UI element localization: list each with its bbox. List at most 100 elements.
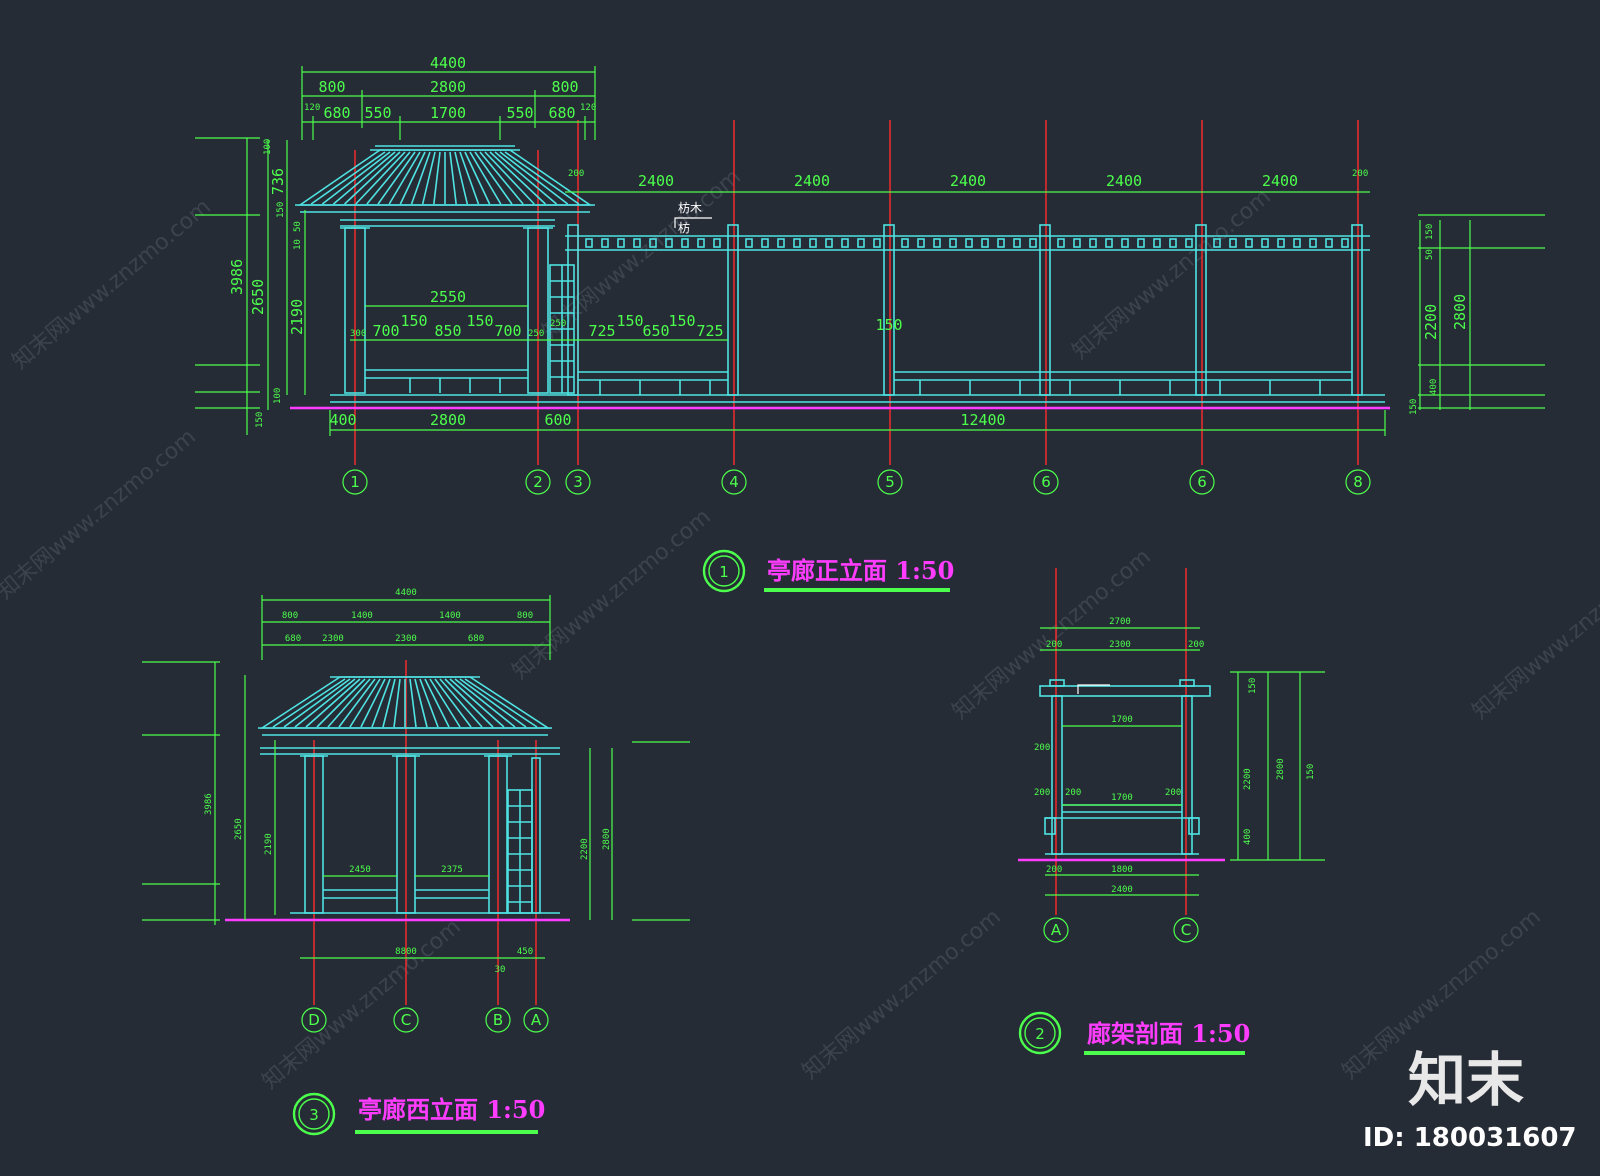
dim-label: 2700 <box>1109 617 1131 627</box>
dim-label: 2800 <box>430 411 466 429</box>
watermark-layer: 知末网www.znzmo.com 知末网www.znzmo.com 知末网www… <box>0 164 1600 1094</box>
axis-bubble: 8 <box>1345 469 1371 495</box>
watermark-text: 知末网www.znzmo.com <box>258 914 466 1094</box>
dim-label: 680 <box>285 634 301 644</box>
view-title-text: 亭廊西立面 1:50 <box>358 1095 545 1124</box>
dim-label: 550 <box>364 104 391 122</box>
dim-label: 550 <box>506 104 533 122</box>
dim-label: 2375 <box>441 865 463 875</box>
dim-label: 200 <box>1188 640 1204 650</box>
axis-number: 6 <box>1041 473 1051 491</box>
view-number: 2 <box>1035 1025 1045 1043</box>
watermark-text: 知末网www.znzmo.com <box>1068 184 1276 364</box>
watermark-text: 知末网www.znzmo.com <box>1468 544 1600 724</box>
dim-label: 680 <box>468 634 484 644</box>
view-number: 1 <box>719 563 729 581</box>
dim-label: 150 <box>875 316 902 334</box>
dim-label: 2300 <box>395 634 417 644</box>
dim-label: 150 <box>400 312 427 330</box>
dim-label: 736 <box>269 168 287 195</box>
dim-label: 450 <box>517 947 533 957</box>
dim-label: 1800 <box>1111 865 1133 875</box>
dim-label: 120 <box>580 103 596 113</box>
dim-label: 2400 <box>1106 172 1142 190</box>
watermark-text: 知末网www.znzmo.com <box>798 904 1006 1084</box>
dim-label: 725 <box>696 322 723 340</box>
dim-label: 680 <box>548 104 575 122</box>
axis-bubble: 1 <box>342 469 368 495</box>
dim-label: 1700 <box>430 104 466 122</box>
dim-label: 200 <box>1046 865 1062 875</box>
axis-bubble: 6 <box>1189 469 1215 495</box>
dim-label: 800 <box>551 78 578 96</box>
dim-label: 150 <box>1409 399 1419 415</box>
dim-label: 150 <box>1306 764 1316 780</box>
axis-number: 8 <box>1353 473 1363 491</box>
axis-bubbles: 1 2 3 4 5 6 6 8 <box>342 469 1371 495</box>
dim-label: 1700 <box>1111 715 1133 725</box>
dim-label: 700 <box>372 322 399 340</box>
dim-label: 100 <box>263 139 273 155</box>
dim-label: 2190 <box>288 299 306 335</box>
right-dimensions: 150 50 2200 2800 400 150 <box>1409 214 1545 415</box>
dim-label: 200 <box>1065 788 1081 798</box>
top-dimensions: 4400 800 2800 800 120 120 680 550 1700 5… <box>301 54 596 140</box>
dim-label: 200 <box>1165 788 1181 798</box>
brand-logo-text: 知末 <box>1408 1046 1524 1114</box>
image-id: ID: 180031607 <box>1363 1123 1577 1153</box>
dim-label: 3986 <box>228 259 246 295</box>
dim-label: 150 <box>616 312 643 330</box>
rafter-ends <box>585 238 1349 248</box>
bay-dimensions: 200 2400 2400 2400 2400 2400 200 枋木 枋 <box>565 169 1370 235</box>
dim-label: 2300 <box>322 634 344 644</box>
dim-label: 10 <box>293 239 303 250</box>
dim-label: 400 <box>329 411 356 429</box>
view-title-text: 亭廊正立面 1:50 <box>767 556 954 585</box>
roof-tiles <box>310 151 580 205</box>
west-elevation-view: 4400 800 1400 1400 800 680 2300 2300 680 <box>142 588 690 1136</box>
axis-number: A <box>1051 921 1062 939</box>
bottom-dimensions: 400 2800 600 12400 <box>329 410 1386 436</box>
dim-label: 1400 <box>439 611 461 621</box>
axis-number: 2 <box>533 473 543 491</box>
pergola-corridor <box>330 224 1385 403</box>
axis-number: B <box>493 1011 503 1029</box>
roof-tiles <box>272 678 538 728</box>
dim-label: 50 <box>1425 249 1435 260</box>
dim-label: 200 <box>1034 743 1050 753</box>
axis-bubble: 5 <box>877 469 903 495</box>
axis-bubble: A <box>1043 917 1069 943</box>
axis-bubble: A <box>523 1007 549 1033</box>
axis-bubble: B <box>485 1007 511 1033</box>
brand-stamp: 知末 ID: 180031607 <box>1363 1046 1577 1153</box>
dim-label: 2650 <box>249 279 267 315</box>
dim-label: 200 <box>1034 788 1050 798</box>
view-title-text: 廊架剖面 1:50 <box>1087 1019 1250 1048</box>
dim-label: 100 <box>273 388 283 404</box>
dim-label: 2190 <box>264 833 274 855</box>
dim-label: 2800 <box>602 828 612 850</box>
dim-label: 200 <box>568 169 584 179</box>
view-number: 3 <box>309 1106 319 1124</box>
dim-label: 2550 <box>430 288 466 306</box>
dim-label: 1700 <box>1111 793 1133 803</box>
view-title: 1 亭廊正立面 1:50 <box>702 549 954 593</box>
dim-label: 700 <box>494 322 521 340</box>
watermark-text: 知末网www.znzmo.com <box>8 194 216 374</box>
dim-label: 50 <box>293 221 303 232</box>
pavilion-roof <box>295 145 595 213</box>
dim-label: 2800 <box>1276 758 1286 780</box>
dim-label: 8800 <box>395 947 417 957</box>
dim-label: 3986 <box>204 793 214 815</box>
left-dimensions: 100 736 150 10 50 3986 2650 2190 100 150 <box>195 137 306 435</box>
dim-label: 150 <box>1425 224 1435 240</box>
watermark-text: 知末网www.znzmo.com <box>508 504 716 684</box>
dim-label: 2400 <box>950 172 986 190</box>
dim-label: 2400 <box>1111 885 1133 895</box>
axis-lines <box>354 120 1359 465</box>
axis-number: 4 <box>729 473 739 491</box>
axis-bubble: 6 <box>1033 469 1059 495</box>
axis-number: A <box>531 1011 542 1029</box>
dim-label: 150 <box>1248 678 1258 694</box>
